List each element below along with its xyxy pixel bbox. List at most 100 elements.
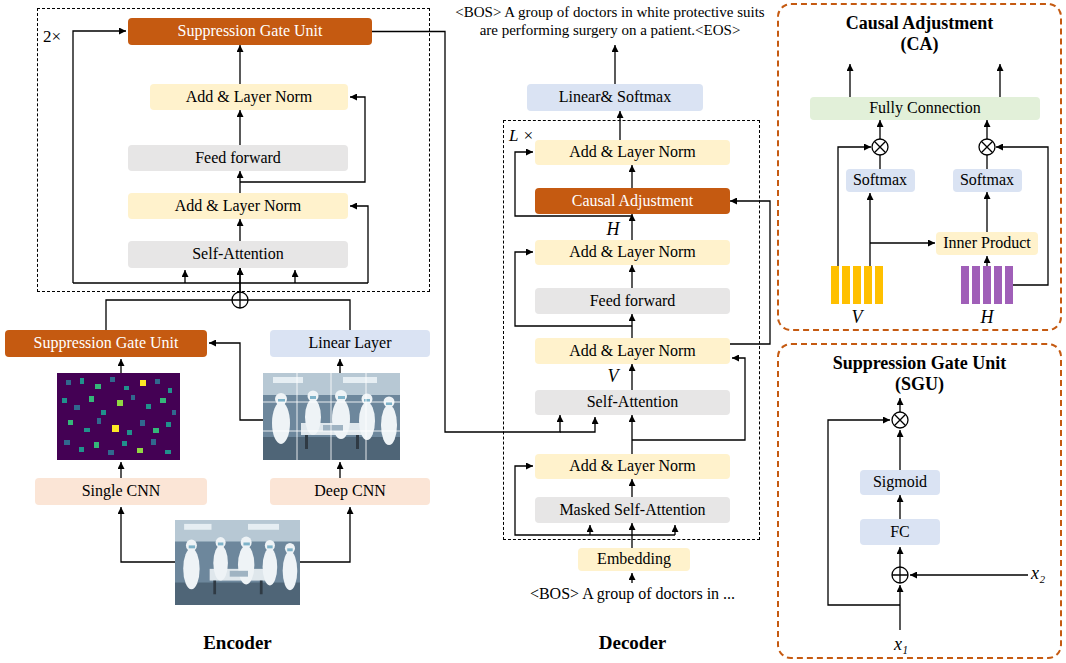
causal-box: Causal Adjustment [535, 188, 730, 214]
input-sentence: <BOS> A group of doctors in ... [495, 584, 770, 603]
multiply-symbol [872, 139, 888, 155]
value-bars [831, 266, 883, 304]
box-label: Feed forward [590, 292, 676, 310]
flow-arrow [631, 415, 632, 454]
box-label: Single CNN [82, 482, 161, 500]
box-label: Linear& Softmax [559, 88, 671, 106]
flow-arrow [631, 314, 632, 338]
multiply-symbol [979, 139, 995, 155]
dense-box: FC [860, 519, 940, 545]
flow-arrow [631, 523, 632, 548]
norm-box: Add & Layer Norm [535, 240, 730, 265]
norm-box: Add & Layer Norm [535, 454, 730, 479]
flow-arrow [631, 265, 632, 288]
feed-forward-box: Feed forward [535, 288, 730, 314]
group-title: Suppression Gate Unit (SGU) [812, 353, 1027, 394]
input-symbol: x₁ [886, 634, 916, 656]
tensor-symbol: H [978, 307, 996, 329]
box-label: Softmax [853, 171, 907, 189]
flow-arrow [239, 171, 240, 193]
flow-arrow [631, 479, 632, 497]
box-label: Add & Layer Norm [569, 457, 696, 475]
group-title: Causal Adjustment (CA) [832, 13, 1007, 54]
encoder-block: 2×Suppression Gate UnitAdd & Layer NormF… [37, 8, 430, 292]
input-photo [175, 520, 300, 605]
group-title: L × [509, 126, 534, 146]
label-anchor: <BOS> A group of doctors in ... [495, 584, 770, 603]
box-label: Causal Adjustment [572, 192, 693, 210]
tensor-symbol: V [604, 366, 622, 388]
flow-arrow [631, 364, 632, 390]
multiply-symbol [892, 412, 908, 428]
softmax-box: Linear& Softmax [527, 84, 703, 111]
box-label: Self-Attention [587, 393, 679, 411]
flow-arrow [730, 201, 770, 344]
patch-photo [263, 373, 400, 460]
label-anchor: Decoder [555, 632, 710, 655]
flow-arrow [106, 268, 240, 330]
box-label: Add & Layer Norm [175, 197, 302, 215]
box-label: Inner Product [943, 234, 1031, 252]
label-anchor: V [604, 366, 622, 388]
box-label: Self-Attention [192, 245, 284, 263]
tensor-symbol: H [604, 219, 622, 241]
box-label: Softmax [960, 171, 1014, 189]
tensor-symbol: V [848, 307, 866, 329]
decoder-block: L ×Add & Layer NormCausal AdjustmentAdd … [503, 120, 760, 540]
label-anchor: Encoder [160, 632, 315, 655]
flow-arrow [986, 192, 987, 232]
box-label: Feed forward [195, 149, 281, 167]
box-label: Embedding [597, 550, 671, 568]
add-symbol [892, 567, 908, 583]
embedding-box: Embedding [578, 548, 690, 571]
label-anchor: <BOS> A group of doctors in white protec… [445, 3, 775, 39]
box-label: Fully Connection [869, 99, 981, 117]
add-symbol [232, 292, 248, 308]
attention-box: Self-Attention [128, 241, 348, 268]
softmax-box: Softmax [953, 169, 1022, 192]
attention-heatmap [57, 373, 180, 460]
box-label: Suppression Gate Unit [34, 334, 179, 352]
label-anchor: x₁ [886, 634, 916, 656]
cnn-box: Deep CNN [270, 478, 430, 505]
label-anchor: V [848, 307, 866, 329]
box-label: Add & Layer Norm [569, 243, 696, 261]
box-label: Deep CNN [314, 482, 386, 500]
box-label: FC [890, 523, 910, 541]
flow-arrow [240, 268, 350, 330]
box-label: Suppression Gate Unit [178, 22, 323, 40]
gate-unit-box: Suppression Gate Unit [128, 18, 372, 45]
output-sentence: <BOS> A group of doctors in white protec… [445, 3, 775, 39]
group-title: 2× [43, 27, 61, 47]
norm-box: Add & Layer Norm [150, 84, 348, 110]
sigmoid-box: Sigmoid [860, 470, 940, 495]
flow-arrow [631, 214, 632, 240]
softmax-box: Softmax [846, 169, 915, 192]
attention-box: Masked Self-Attention [535, 497, 730, 523]
linear-box: Linear Layer [270, 330, 430, 357]
label-anchor: x₂ [1031, 563, 1061, 585]
detail-panel: Causal Adjustment (CA) Fully ConnectionSo… [777, 3, 1062, 331]
dense-box: Fully Connection [810, 97, 1040, 120]
box-label: Masked Self-Attention [559, 501, 705, 519]
norm-box: Add & Layer Norm [128, 193, 348, 219]
flow-arrow [631, 165, 632, 188]
hidden-bars [961, 266, 1013, 304]
detail-panel: Suppression Gate Unit (SGU) SigmoidFC [777, 343, 1062, 659]
input-symbol: x₂ [1031, 563, 1061, 585]
flow-arrow [899, 495, 900, 519]
norm-box: Add & Layer Norm [535, 338, 730, 364]
norm-box: Add & Layer Norm [535, 140, 730, 165]
box-label: Add & Layer Norm [186, 88, 313, 106]
box-label: Linear Layer [308, 334, 391, 352]
flow-arrow [239, 45, 240, 84]
box-label: Add & Layer Norm [569, 143, 696, 161]
attention-box: Self-Attention [535, 390, 730, 415]
box-label: Add & Layer Norm [569, 342, 696, 360]
label-anchor: H [604, 219, 622, 241]
flow-arrow [239, 219, 240, 241]
gate-unit-box: Suppression Gate Unit [5, 330, 207, 357]
label-anchor: H [978, 307, 996, 329]
flow-arrow [239, 110, 240, 145]
cnn-box: Single CNN [35, 478, 207, 505]
